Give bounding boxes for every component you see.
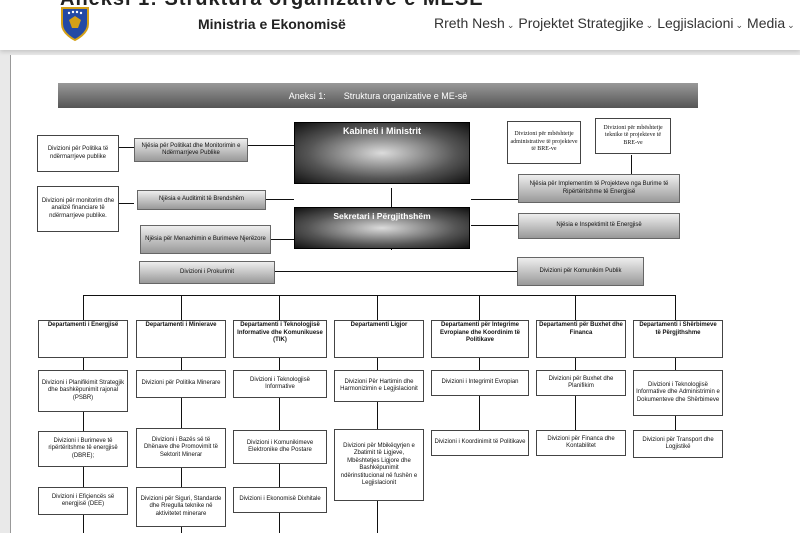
division-box: Divizioni i Bazës së të Dhënave dhe Prom… bbox=[136, 428, 226, 468]
division-box: Divizioni Për Hartimin dhe Harmonizimin … bbox=[334, 370, 424, 402]
menu-label: Rreth Nesh bbox=[434, 15, 505, 31]
dept-tik: Departamenti i Teknologjisë Informative … bbox=[233, 320, 327, 358]
division-box: Divizioni i Efiçiencës së energjisë (DEE… bbox=[38, 487, 128, 515]
box-right-top-1: Divizioni për mbështetje administrative … bbox=[507, 121, 581, 164]
chevron-down-icon: ⌄ bbox=[506, 20, 515, 30]
division-box: Divizioni për Mbikëqyrjen e Zbatimit të … bbox=[334, 429, 424, 501]
org-chart-document: Aneksi 1: Struktura organizative e ME-së… bbox=[10, 55, 800, 533]
box-njesia-politikat: Njësia për Politikat dhe Monitorimin e N… bbox=[134, 138, 248, 162]
box-left-top-1: Divizioni për Politika të ndërmarrjeve p… bbox=[37, 135, 119, 172]
banner-annex-label: Aneksi 1: bbox=[288, 90, 326, 101]
dept-energjise: Departamenti i Energjisë bbox=[38, 320, 128, 358]
connector-line bbox=[83, 295, 84, 320]
box-divizioni-komunikim: Divizioni për Komunikim Publik bbox=[517, 257, 644, 286]
menu-label: Legjislacioni bbox=[657, 15, 734, 31]
connector-line bbox=[479, 295, 480, 320]
division-box: Divizioni për Buxhet dhe Planifikim bbox=[536, 370, 626, 396]
main-menu: Rreth Nesh⌄ Projektet Strategjike⌄ Legji… bbox=[434, 15, 795, 31]
dept-ligjor: Departamenti Ligjor bbox=[334, 320, 424, 358]
chevron-down-icon: ⌄ bbox=[645, 20, 654, 30]
division-box: Divizioni për Siguri, Standarde dhe Rreg… bbox=[136, 487, 226, 527]
division-box: Divizioni i Burimeve të ripërtëritshme t… bbox=[38, 431, 128, 467]
dept-buxhet: Departamenti për Buxhet dhe Financa bbox=[536, 320, 626, 358]
division-box: Divizioni i Teknologjisë Informative bbox=[233, 370, 327, 398]
connector-line bbox=[83, 295, 675, 296]
connector-line bbox=[471, 225, 518, 226]
box-right-top-2: Divizioni për mbështetje teknike të proj… bbox=[595, 118, 671, 154]
chevron-down-icon: ⌄ bbox=[735, 20, 744, 30]
division-box: Divizioni për Transport dhe Logjistikë bbox=[633, 430, 723, 458]
division-box: Divizioni për Financa dhe Kontabilitet bbox=[536, 430, 626, 456]
connector-line bbox=[275, 271, 517, 272]
box-njesia-implementim: Njësia për Implementim të Projekteve nga… bbox=[518, 174, 680, 203]
box-njesia-inspektimit: Njësia e Inspektimit të Energjisë bbox=[518, 213, 680, 239]
menu-item-rreth-nesh[interactable]: Rreth Nesh⌄ bbox=[434, 15, 514, 31]
connector-line bbox=[119, 203, 134, 204]
ministry-brand-link[interactable]: Ministria e Ekonomisë bbox=[198, 16, 346, 32]
menu-item-media[interactable]: Media⌄ bbox=[747, 15, 795, 31]
dept-integrime: Departamenti për Integrime Evropiane dhe… bbox=[431, 320, 529, 358]
division-box: Divizioni i Teknologjisë Informative dhe… bbox=[633, 370, 723, 416]
chart-banner: Aneksi 1: Struktura organizative e ME-së bbox=[58, 83, 698, 108]
division-box: Divizioni i Komunikimeve Elektronike dhe… bbox=[233, 430, 327, 464]
dept-sherbimeve: Departamenti i Shërbimeve të Përgjithshm… bbox=[633, 320, 723, 358]
connector-line bbox=[471, 199, 518, 200]
top-navbar: Aneksi 1: Struktura organizative e MESË … bbox=[0, 0, 800, 50]
box-njesia-auditimit: Njësia e Auditimit të Brendshëm bbox=[137, 190, 266, 210]
dept-minierave: Departamenti i Minierave bbox=[136, 320, 226, 358]
connector-line bbox=[248, 145, 294, 146]
box-kabineti: Kabineti i Ministrit bbox=[294, 122, 470, 184]
connector-line bbox=[631, 155, 632, 175]
division-box: Divizioni i Koordinimit të Politikave bbox=[431, 430, 529, 456]
connector-line bbox=[575, 295, 576, 320]
division-box: Divizioni për Politika Minerare bbox=[136, 370, 226, 398]
connector-line bbox=[377, 295, 378, 320]
box-sekretari: Sekretari i Përgjithshëm bbox=[294, 207, 470, 249]
kosovo-coat-of-arms-icon[interactable] bbox=[60, 6, 90, 42]
partial-heading: Aneksi 1: Struktura organizative e MESË bbox=[60, 0, 484, 11]
menu-item-legjislacioni[interactable]: Legjislacioni⌄ bbox=[657, 15, 743, 31]
menu-item-projektet[interactable]: Projektet Strategjike⌄ bbox=[518, 15, 653, 31]
menu-label: Media bbox=[747, 15, 786, 31]
division-box: Divizioni i Planifikimit Strategjik dhe … bbox=[38, 370, 128, 412]
box-njesia-menaxhimin: Njësia për Menaxhimin e Burimeve Njerëzo… bbox=[140, 225, 271, 254]
connector-line bbox=[119, 147, 134, 148]
menu-label: Projektet Strategjike bbox=[518, 15, 644, 31]
box-left-top-2: Divizioni për monitorim dhe analizë fina… bbox=[37, 186, 119, 232]
banner-title: Struktura organizative e ME-së bbox=[343, 90, 468, 101]
division-box: Divizioni i Ekonomisë Dixhitale bbox=[233, 487, 327, 513]
connector-line bbox=[675, 295, 676, 320]
box-divizioni-prokurimit: Divizioni i Prokurimit bbox=[139, 261, 275, 284]
connector-line bbox=[266, 199, 294, 200]
connector-line bbox=[271, 239, 294, 240]
division-box: Divizioni i Integrimit Evropian bbox=[431, 370, 529, 396]
connector-line bbox=[279, 295, 280, 320]
chevron-down-icon: ⌄ bbox=[787, 20, 795, 30]
connector-line bbox=[181, 295, 182, 320]
